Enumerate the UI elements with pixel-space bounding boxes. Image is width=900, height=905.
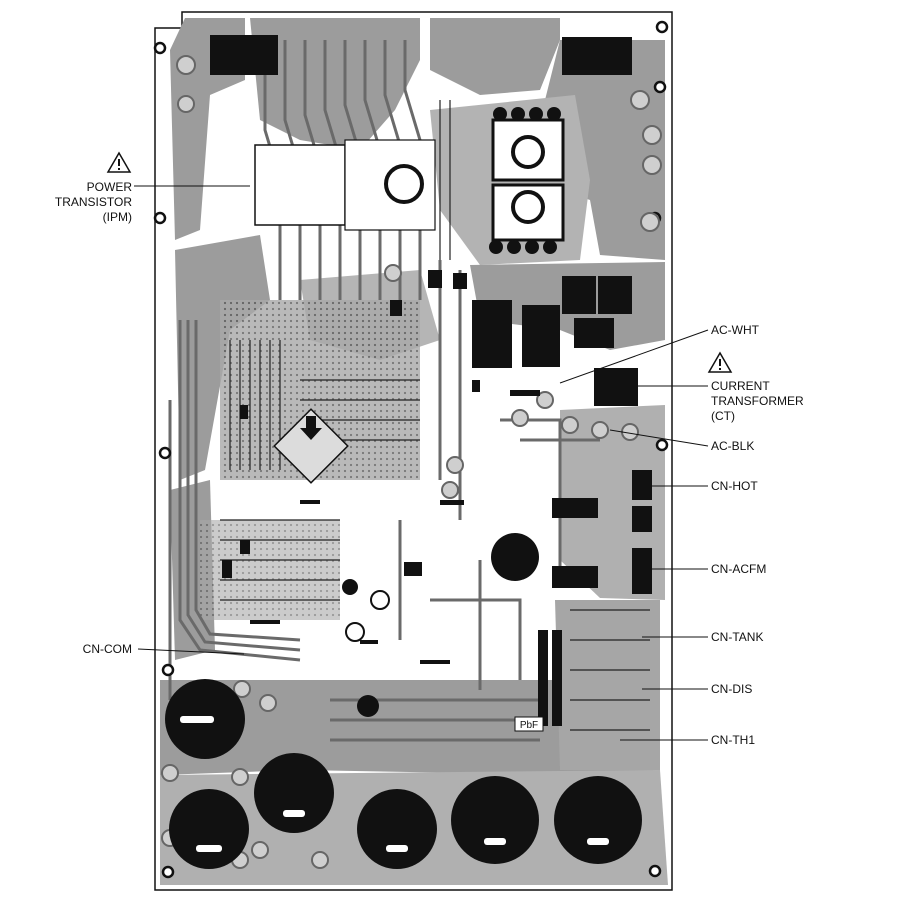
leader-ac-wht bbox=[559, 329, 709, 384]
label-current-transformer: CURRENT TRANSFORMER (CT) bbox=[711, 379, 804, 424]
bridge-arrow bbox=[300, 416, 322, 440]
label-ct-line1: CURRENT bbox=[711, 379, 770, 393]
heatsink-bar-1 bbox=[538, 630, 548, 726]
label-ac-wht: AC-WHT bbox=[711, 323, 759, 337]
power-block-1 bbox=[562, 276, 596, 314]
label-power-transistor-line3: (IPM) bbox=[102, 210, 132, 224]
inductor-2 bbox=[511, 190, 545, 224]
inductor-1 bbox=[511, 135, 545, 169]
label-cn-acfm: CN-ACFM bbox=[711, 562, 767, 576]
relay-block-top-right bbox=[562, 37, 632, 75]
ipm-outline bbox=[254, 144, 346, 226]
leader-ac-blk bbox=[609, 429, 709, 447]
label-cn-tank: CN-TANK bbox=[711, 630, 764, 644]
current-transformer bbox=[594, 368, 638, 406]
relay-small-1 bbox=[552, 498, 598, 518]
pbf-marking: PbF bbox=[520, 720, 538, 731]
relay-1 bbox=[472, 300, 512, 368]
relay-block-top-left bbox=[210, 35, 278, 75]
label-power-transistor: POWER TRANSISTOR (IPM) bbox=[40, 180, 132, 225]
label-power-transistor-line1: POWER bbox=[86, 180, 132, 194]
small-components bbox=[222, 270, 540, 664]
heatsink-bar-2 bbox=[552, 630, 562, 726]
capacitor-top bbox=[384, 164, 424, 204]
warning-triangle-icon bbox=[106, 151, 132, 173]
power-block-2 bbox=[598, 276, 632, 314]
label-cn-hot: CN-HOT bbox=[711, 479, 758, 493]
relay-small-2 bbox=[552, 566, 598, 588]
small-connector-2 bbox=[404, 562, 422, 576]
components bbox=[210, 35, 652, 726]
label-cn-th1: CN-TH1 bbox=[711, 733, 755, 747]
label-ct-line3: (CT) bbox=[711, 409, 735, 423]
small-connector bbox=[453, 273, 467, 289]
power-block-3 bbox=[574, 318, 614, 348]
warning-triangle-icon bbox=[707, 351, 733, 373]
label-cn-dis: CN-DIS bbox=[711, 682, 753, 696]
inductor-pins bbox=[489, 107, 561, 254]
via-field-lower bbox=[200, 520, 340, 620]
terminal-screws bbox=[161, 55, 662, 869]
pbf-marking-box bbox=[514, 716, 544, 732]
connector-cn-hot bbox=[632, 470, 652, 500]
electrolytic-capacitors bbox=[165, 533, 642, 869]
pcb-fine-traces bbox=[220, 100, 650, 731]
label-ac-blk: AC-BLK bbox=[711, 439, 755, 453]
label-cn-com: CN-COM bbox=[82, 642, 132, 656]
bridge-rectifier bbox=[273, 408, 349, 484]
leader-cn-com bbox=[137, 648, 245, 655]
connector-cn-hot-b bbox=[632, 506, 652, 532]
relay-2 bbox=[522, 305, 560, 367]
connector-cn-acfm bbox=[632, 548, 652, 594]
label-power-transistor-line2: TRANSISTOR bbox=[54, 195, 132, 209]
label-ct-line2: TRANSFORMER bbox=[711, 394, 804, 408]
callout-lines bbox=[134, 185, 709, 741]
